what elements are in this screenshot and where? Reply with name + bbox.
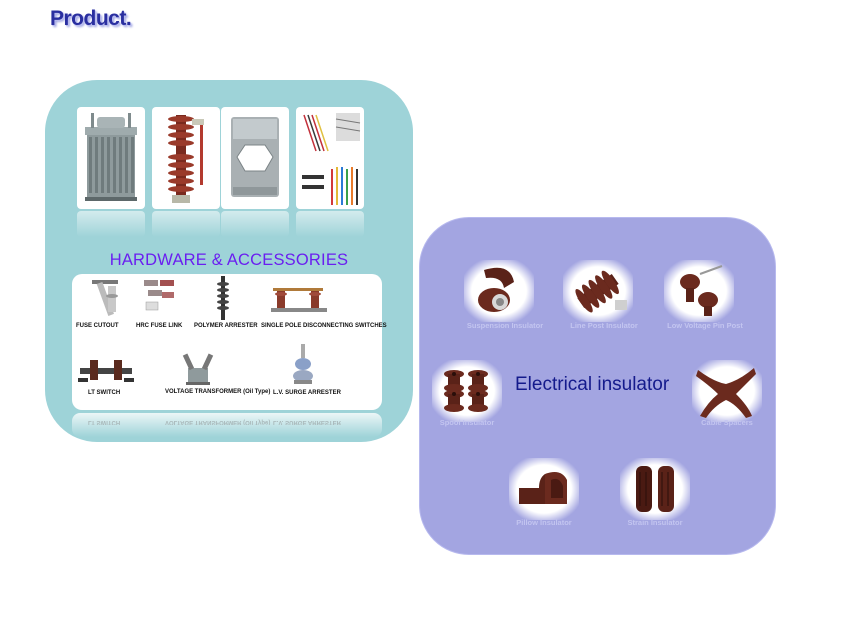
hardware-heading: HARDWARE & ACCESSORIES bbox=[109, 251, 349, 269]
insulator-label: Line Post Insulator bbox=[570, 321, 638, 330]
hw-item-label: FUSE CUTOUT bbox=[76, 323, 119, 329]
surge-arrester-image[interactable] bbox=[152, 107, 220, 209]
hardware-panel: HARDWARE & ACCESSORIES FUSE CUTOUT HRC F… bbox=[45, 80, 413, 442]
lt-switch-image[interactable] bbox=[76, 356, 136, 386]
lv-pin-post-image[interactable] bbox=[664, 260, 734, 322]
voltage-transformer-image[interactable] bbox=[178, 348, 218, 386]
hw-item-label: HRC FUSE LINK bbox=[136, 323, 183, 329]
insulator-label: Cable Spacers bbox=[701, 418, 753, 427]
hw-item-label: VOLTAGE TRANSFORMER (Oil Type) bbox=[165, 389, 271, 395]
fuse-cutout-image[interactable] bbox=[88, 278, 122, 320]
hardware-card-reflection: LT SWITCH VOLTAGE TRANSFORMER (Oil Type)… bbox=[72, 413, 382, 437]
current-transformer-image[interactable] bbox=[221, 107, 289, 209]
strain-insulator-image[interactable] bbox=[620, 458, 690, 520]
hw-item-label: POLYMER ARRESTER bbox=[194, 323, 258, 329]
insulator-label: Suspension Insulator bbox=[466, 321, 544, 330]
cable-spacer-image[interactable] bbox=[692, 360, 762, 422]
disconnect-switch-image[interactable] bbox=[269, 280, 329, 314]
polymer-arrester-image[interactable] bbox=[212, 276, 234, 320]
hw-item-label: L.V. SURGE ARRESTER bbox=[273, 390, 341, 396]
insulator-label: Pillow Insulator bbox=[516, 518, 572, 527]
hrc-fuse-link-image[interactable] bbox=[140, 276, 180, 316]
spool-insulator-image[interactable] bbox=[432, 360, 502, 422]
pillow-insulator-image[interactable] bbox=[509, 458, 579, 520]
line-post-insulator-image[interactable] bbox=[563, 260, 633, 322]
insulator-panel: Electrical insulator Suspension Insulato… bbox=[419, 217, 776, 555]
suspension-insulator-image[interactable] bbox=[464, 260, 534, 322]
insulator-label: Low Voltage Pin Post bbox=[667, 321, 743, 330]
lv-surge-arrester-image[interactable] bbox=[290, 344, 316, 386]
hardware-items-card: FUSE CUTOUT HRC FUSE LINK P bbox=[72, 274, 387, 410]
insulator-label: Strain Insulator bbox=[627, 518, 683, 527]
cables-image[interactable] bbox=[296, 107, 364, 209]
hw-item-label: LT SWITCH bbox=[88, 390, 121, 396]
insulator-label: Spool Insulator bbox=[439, 418, 495, 427]
transformer-image[interactable] bbox=[77, 107, 145, 209]
page-title: Product. bbox=[50, 7, 132, 30]
insulator-heading: Electrical insulator bbox=[515, 374, 670, 395]
hw-item-label: SINGLE POLE DISCONNECTING SWITCHES bbox=[261, 323, 387, 329]
